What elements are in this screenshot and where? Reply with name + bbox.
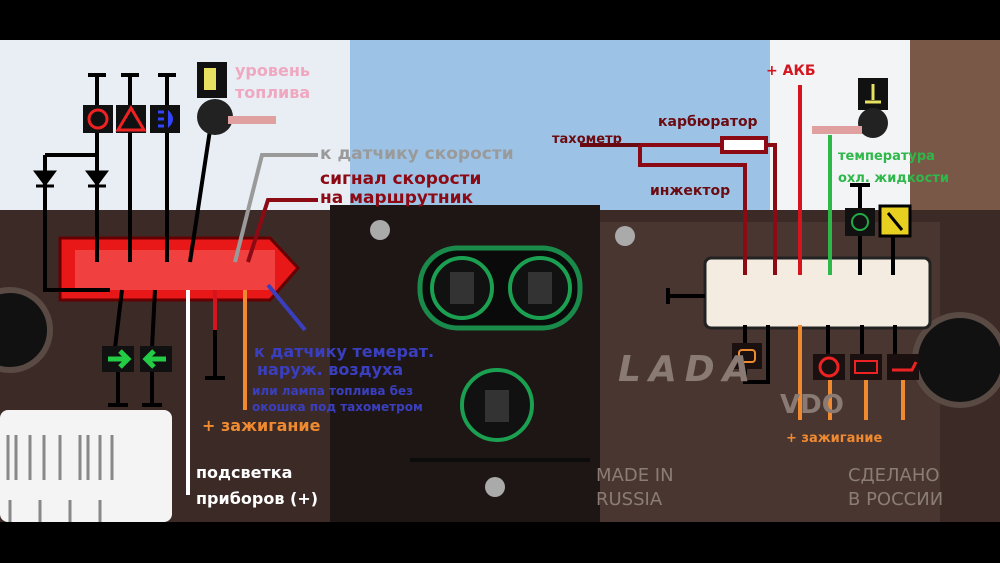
injector-label: инжектор (650, 183, 731, 199)
fuel-pump-icon (197, 62, 276, 135)
ignition-right-label: + зажигание (786, 431, 883, 446)
parking-brake-icon (813, 354, 845, 380)
carburetor-label: карбюратор (658, 114, 758, 130)
barcode-sticker (0, 410, 172, 522)
speed-sensor-label: к датчику скорости (320, 144, 514, 164)
right-connector (703, 256, 932, 330)
battery-label: + АКБ (766, 63, 816, 79)
outside-temp-label: к датчику темерат.наруж. воздуха (254, 342, 435, 379)
seatbelt-icon (878, 204, 912, 238)
turn-right-icon (140, 346, 172, 372)
battery-icon (850, 354, 882, 380)
coolant-temp-icon (812, 78, 888, 138)
ignition-left-label: + зажигание (202, 416, 321, 435)
high-beam-icon (150, 105, 180, 133)
tachometer-label: тахометр (552, 132, 622, 147)
oil-pressure-icon (887, 354, 919, 380)
brake-warning-icon (83, 105, 113, 133)
maker-logo: VDO (780, 390, 844, 420)
glow-plug-icon (845, 208, 875, 236)
check-engine-icon (732, 343, 762, 369)
hazard-icon (115, 105, 147, 133)
brand-logo: LADA (618, 349, 759, 390)
turn-left-icon (102, 346, 134, 372)
